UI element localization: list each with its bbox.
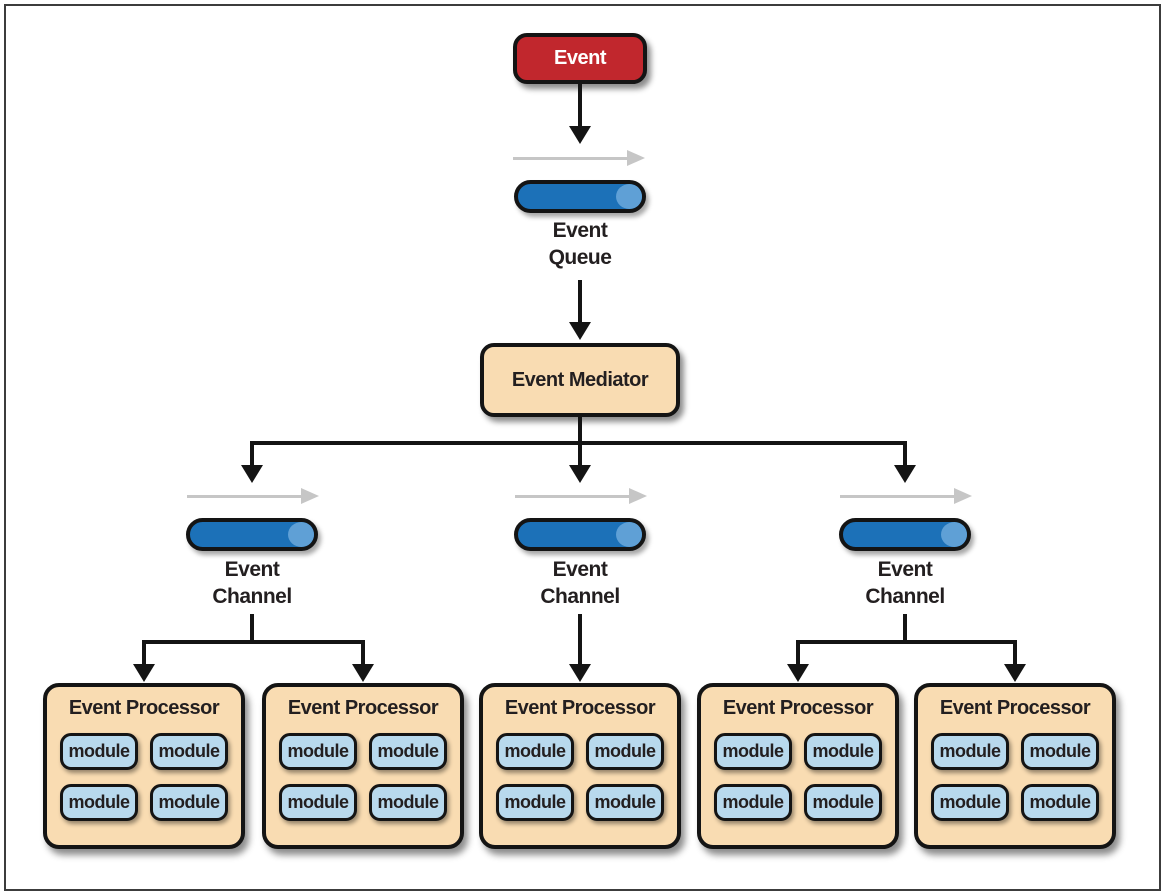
module-grid: module module module module [496, 733, 664, 821]
async-flow-arrow-icon [515, 495, 629, 498]
event-channel-cylinder [514, 518, 646, 551]
event-channel-label: Event Channel [182, 556, 322, 610]
connector-to-channel-1 [250, 441, 254, 467]
async-flow-arrow-icon [513, 157, 627, 160]
connector-queue-to-mediator [578, 280, 582, 324]
event-channel-label: Event Channel [835, 556, 975, 610]
event-box: Event [513, 33, 647, 84]
async-flow-arrowhead-icon [629, 488, 647, 504]
connector-event-to-queue [578, 84, 582, 128]
async-flow-arrowhead-icon [954, 488, 972, 504]
event-queue-label-line1: Event [552, 219, 608, 242]
arrowhead-down-icon [352, 664, 374, 682]
event-processor-box: Event Processor module module module mod… [479, 683, 681, 849]
module-box: module [586, 733, 664, 770]
arrowhead-down-icon [569, 465, 591, 483]
module-box: module [60, 784, 138, 821]
module-grid: module module module module [60, 733, 228, 821]
event-label: Event [554, 47, 606, 69]
module-grid: module module module module [931, 733, 1099, 821]
event-channel-label-line1: Event [877, 558, 933, 581]
module-box: module [279, 784, 357, 821]
module-box: module [60, 733, 138, 770]
event-channel-label-line1: Event [224, 558, 280, 581]
event-mediator-box: Event Mediator [480, 343, 680, 417]
cylinder-highlight-icon [616, 522, 642, 547]
event-processor-title: Event Processor [504, 697, 656, 719]
connector-to-processor-4 [796, 640, 800, 666]
connector-mediator-stub [578, 417, 582, 443]
connector-channel1-stub [250, 614, 254, 642]
event-channel-label-line2: Channel [540, 585, 620, 608]
connector-to-channel-3 [903, 441, 907, 467]
cylinder-highlight-icon [616, 184, 642, 209]
module-grid: module module module module [279, 733, 447, 821]
arrowhead-down-icon [569, 126, 591, 144]
module-box: module [150, 784, 228, 821]
event-channel-cylinder [839, 518, 971, 551]
event-processor-box: Event Processor module module module mod… [43, 683, 245, 849]
arrowhead-down-icon [894, 465, 916, 483]
arrowhead-down-icon [133, 664, 155, 682]
event-channel-label-line2: Channel [865, 585, 945, 608]
arrowhead-down-icon [569, 322, 591, 340]
event-channel-cylinder [186, 518, 318, 551]
module-box: module [804, 784, 882, 821]
async-flow-arrow-icon [840, 495, 954, 498]
module-box: module [369, 784, 447, 821]
module-box: module [714, 784, 792, 821]
arrowhead-down-icon [787, 664, 809, 682]
cylinder-highlight-icon [288, 522, 314, 547]
event-processor-title: Event Processor [68, 697, 220, 719]
cylinder-highlight-icon [941, 522, 967, 547]
event-channel-label-line2: Channel [212, 585, 292, 608]
connector-to-processor-3 [578, 614, 582, 666]
module-box: module [279, 733, 357, 770]
module-box: module [714, 733, 792, 770]
event-processor-title: Event Processor [722, 697, 874, 719]
async-flow-arrowhead-icon [301, 488, 319, 504]
event-mediator-label: Event Mediator [511, 368, 649, 391]
connector-to-processor-5 [1013, 640, 1017, 666]
connector-channel3-stub [903, 614, 907, 642]
event-queue-label-line2: Queue [548, 246, 612, 269]
event-processor-box: Event Processor module module module mod… [697, 683, 899, 849]
event-channel-label: Event Channel [510, 556, 650, 610]
channel3-branch-line [796, 640, 1017, 644]
event-queue-cylinder [514, 180, 646, 213]
module-box: module [931, 733, 1009, 770]
module-box: module [804, 733, 882, 770]
event-queue-label: Event Queue [510, 217, 650, 271]
module-box: module [586, 784, 664, 821]
module-box: module [1021, 784, 1099, 821]
connector-to-processor-1 [142, 640, 146, 666]
arrowhead-down-icon [1004, 664, 1026, 682]
module-box: module [496, 733, 574, 770]
connector-to-channel-2 [578, 441, 582, 467]
connector-to-processor-2 [361, 640, 365, 666]
module-grid: module module module module [714, 733, 882, 821]
async-flow-arrowhead-icon [627, 150, 645, 166]
channel1-branch-line [142, 640, 365, 644]
event-channel-label-line1: Event [552, 558, 608, 581]
event-processor-title: Event Processor [287, 697, 439, 719]
module-box: module [150, 733, 228, 770]
arrowhead-down-icon [241, 465, 263, 483]
module-box: module [931, 784, 1009, 821]
module-box: module [369, 733, 447, 770]
async-flow-arrow-icon [187, 495, 301, 498]
module-box: module [1021, 733, 1099, 770]
event-processor-box: Event Processor module module module mod… [262, 683, 464, 849]
event-processor-title: Event Processor [939, 697, 1091, 719]
module-box: module [496, 784, 574, 821]
event-processor-box: Event Processor module module module mod… [914, 683, 1116, 849]
arrowhead-down-icon [569, 664, 591, 682]
